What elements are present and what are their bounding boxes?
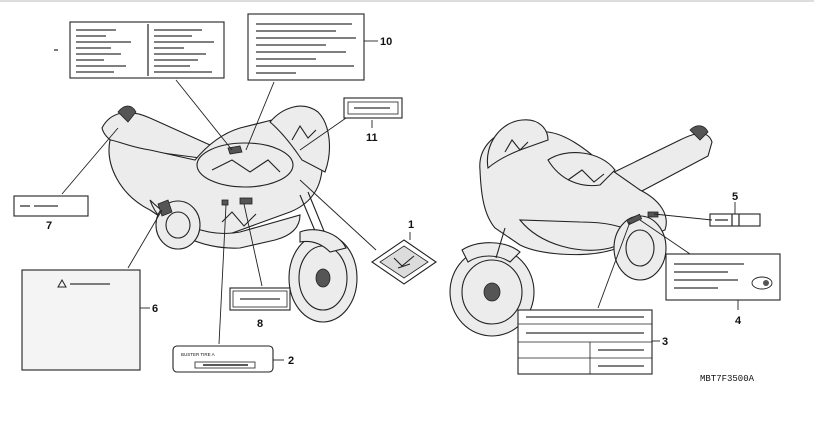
leader-5 [653, 213, 713, 221]
right-tank-detail [567, 169, 605, 183]
label-top-left [54, 21, 225, 79]
callout-7: 7 [46, 220, 52, 232]
warning-triangle-icon [57, 278, 67, 288]
right-front-fender [461, 242, 521, 263]
right-rear-rim [625, 229, 655, 267]
right-rear-wheel [613, 215, 667, 281]
left-frame-label-spot [239, 197, 253, 205]
label-5 [709, 213, 761, 227]
label-2: BUSTER TIRE A [172, 345, 274, 373]
right-tail-light [689, 125, 709, 141]
label-11 [343, 97, 403, 119]
left-tank [196, 142, 294, 188]
label-4 [665, 253, 781, 301]
leader-1 [299, 179, 377, 251]
right-front-rim [461, 259, 523, 325]
left-windscreen [269, 105, 330, 173]
callout-10: 10 [380, 36, 392, 48]
callout-8: 8 [257, 318, 263, 330]
label-top-left-frame [69, 21, 225, 79]
tire-pressure-icon [751, 276, 773, 290]
drawing-part-number: MBT7F3500A [700, 374, 755, 384]
label-1 [371, 239, 437, 285]
leader-4 [639, 219, 691, 255]
right-windscreen-detail [504, 139, 529, 153]
label-6-frame [21, 269, 141, 371]
leader-lines [61, 40, 739, 361]
leader-top-left [175, 79, 233, 151]
label-2-text: BUSTER TIRE A [181, 352, 215, 357]
right-tank [547, 152, 616, 187]
left-fork-2 [307, 191, 327, 237]
leader-3 [597, 221, 631, 309]
left-rear-hub [165, 211, 191, 239]
callout-5: 5 [732, 191, 738, 203]
leader-11-a [299, 117, 347, 151]
leader-8 [243, 203, 263, 287]
label-3 [517, 309, 653, 375]
label-11-inner [347, 101, 399, 115]
leader-6 [127, 209, 163, 269]
label-7 [13, 195, 89, 217]
left-motorcycle [101, 105, 358, 323]
left-windscreen-detail [291, 124, 317, 141]
right-motorcycle [449, 119, 713, 337]
left-front-hub [315, 268, 331, 288]
right-fork [495, 227, 506, 259]
leader-2 [218, 204, 227, 345]
right-frame-label-spot [626, 213, 643, 226]
callout-6: 6 [152, 303, 158, 315]
label-1-inner [379, 245, 429, 279]
left-tail-light [117, 105, 137, 123]
right-front-hub [483, 282, 501, 302]
right-lower-fairing [518, 219, 642, 251]
left-front-fender [299, 229, 347, 253]
label-6 [21, 269, 141, 371]
label-1-mark [393, 255, 415, 269]
callout-11: 11 [366, 132, 378, 144]
left-tank-detail [211, 159, 281, 173]
callout-4: 4 [735, 315, 742, 327]
left-frame-label-spot-2 [221, 199, 229, 206]
callout-2: 2 [288, 355, 294, 367]
tire-pressure-icon-hub [763, 280, 769, 286]
callout-3: 3 [662, 336, 668, 348]
left-fairing-detail [221, 211, 257, 227]
label-8-inner [232, 290, 288, 308]
callout-numbers: 1 2 3 4 5 6 7 8 10 11 [46, 36, 742, 367]
label-10-frame [247, 13, 365, 81]
right-windscreen [486, 119, 549, 170]
left-tank-emblem [227, 145, 243, 155]
callout-1: 1 [408, 219, 414, 231]
label-8 [229, 287, 291, 311]
leader-10-a [245, 81, 275, 151]
leader-7 [61, 127, 119, 195]
label-10 [247, 13, 365, 81]
